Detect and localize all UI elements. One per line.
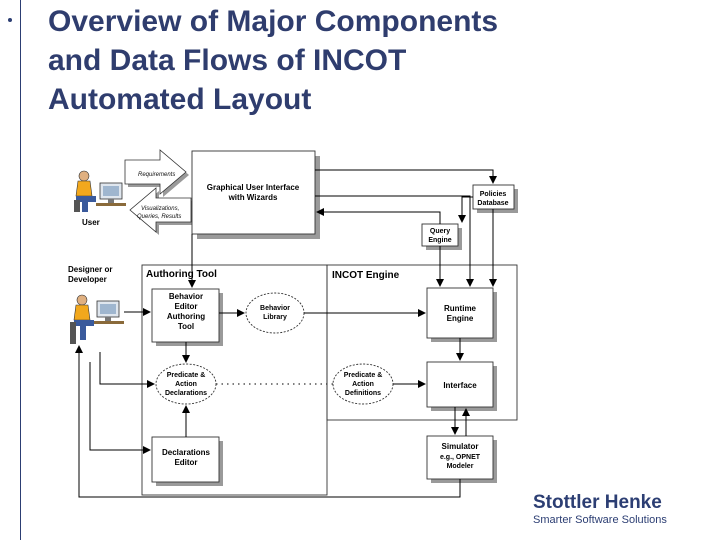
requirements-arrow xyxy=(124,149,189,197)
behavior-editor-box xyxy=(151,288,223,346)
left-rule xyxy=(20,0,21,540)
designer-label-line-2: Developer xyxy=(68,275,107,284)
incot-engine-container xyxy=(326,264,518,421)
policies-label-line-1: Policies xyxy=(480,191,507,198)
behavior-library-label-line-2: Library xyxy=(263,314,287,321)
runtime-engine-label-line-2: Engine xyxy=(447,314,474,323)
title-line-1: Overview of Major Components xyxy=(48,5,499,38)
runtime-engine-label-line-1: Runtime xyxy=(444,304,477,313)
logo-tagline: Smarter Software Solutions xyxy=(533,514,667,526)
declarations-editor-label-line-2: Editor xyxy=(174,458,197,467)
title-line-3: Automated Layout xyxy=(48,83,312,116)
behavior-library-ellipse xyxy=(245,292,305,334)
designer-label-line-1: Designer or xyxy=(68,265,112,274)
query-engine-box xyxy=(421,223,462,250)
bullet-dot xyxy=(8,18,12,22)
declarations-editor-box xyxy=(151,436,223,486)
page-title: Overview of Major Components and Data Fl… xyxy=(48,2,648,119)
predicate-definitions-line-1: Predicate & xyxy=(344,372,383,379)
policies-label-line-2: Database xyxy=(477,200,508,207)
user-icon xyxy=(74,170,126,212)
runtime-engine-box xyxy=(426,287,497,342)
authoring-tool-title: Authoring Tool xyxy=(146,269,217,280)
query-engine-label-line-2: Engine xyxy=(428,237,451,244)
predicate-definitions-line-2: Action xyxy=(352,381,374,388)
interface-label: Interface xyxy=(443,381,477,390)
predicate-declarations-line-1: Predicate & xyxy=(167,372,206,379)
behavior-editor-label-line-1: Behavior xyxy=(169,292,203,301)
logo-name: Stottler Henke xyxy=(533,492,662,513)
behavior-editor-label-line-2: Editor xyxy=(174,302,197,311)
company-logo: Stottler Henke Smarter Software Solution… xyxy=(533,493,673,527)
simulator-label-line-2: e.g., OPNET xyxy=(440,454,481,461)
requirements-label: Requirements xyxy=(138,172,175,178)
query-engine-label-line-1: Query xyxy=(430,228,450,235)
simulator-box xyxy=(426,435,497,483)
behavior-editor-label-line-3: Authoring xyxy=(167,312,205,321)
predicate-definitions-line-3: Definitions xyxy=(345,390,381,397)
title-line-2: and Data Flows of INCOT xyxy=(48,44,407,77)
visualizations-label-line-1: Visualizations, xyxy=(141,206,179,212)
visualizations-arrow xyxy=(129,187,194,235)
visualizations-label-line-2: Queries, Results xyxy=(137,214,181,220)
policies-database-box xyxy=(472,184,518,213)
gui-label-line-2: with Wizards xyxy=(228,193,278,202)
predicate-declarations-line-3: Declarations xyxy=(165,390,207,397)
designer-icon xyxy=(70,294,124,344)
predicate-declarations-line-2: Action xyxy=(175,381,197,388)
connector-lines xyxy=(75,169,497,498)
gui-box xyxy=(191,150,320,239)
behavior-editor-label-line-4: Tool xyxy=(178,322,194,331)
gui-label-line-1: Graphical User Interface xyxy=(207,183,300,192)
user-label: User xyxy=(82,218,100,227)
simulator-label-line-1: Simulator xyxy=(442,442,479,451)
behavior-library-label-line-1: Behavior xyxy=(260,305,290,312)
incot-engine-title: INCOT Engine xyxy=(332,270,400,281)
simulator-label-line-3: Modeler xyxy=(447,463,474,470)
declarations-editor-label-line-1: Declarations xyxy=(162,448,211,457)
interface-box xyxy=(426,361,497,411)
